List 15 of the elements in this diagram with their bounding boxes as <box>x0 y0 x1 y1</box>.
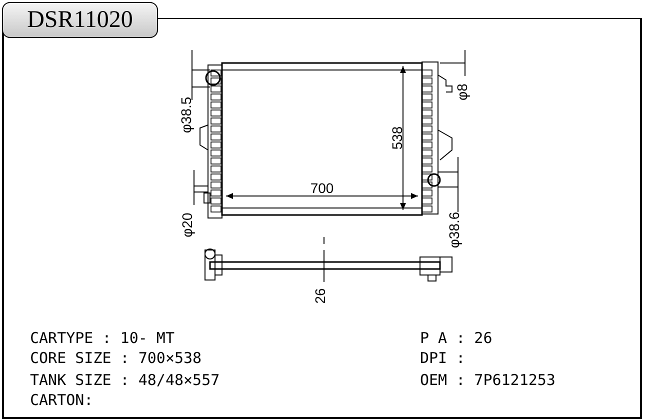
spec-text: CARTON: <box>30 391 94 409</box>
dimension-label: φ38.5 <box>179 96 193 134</box>
dimension-label: φ38.6 <box>447 212 461 248</box>
dimension-label: 26 <box>313 288 327 304</box>
spec-text: TANK SIZE : 48/48×557 <box>30 371 220 389</box>
spec-text: CARTYPE : 10- MT <box>30 329 174 347</box>
spec-text: CORE SIZE : 700×538 <box>30 349 202 367</box>
spec-text: DPI : <box>420 349 466 367</box>
dimension-label: φ8 <box>455 84 469 100</box>
dimension-label: 538 <box>390 126 404 150</box>
dimension-label: φ20 <box>180 212 194 238</box>
dimension-label: 700 <box>310 181 334 195</box>
spec-text: P A : 26 <box>420 329 492 347</box>
title: DSR11020 <box>2 2 158 38</box>
spec-text: OEM : 7P6121253 <box>420 371 556 389</box>
